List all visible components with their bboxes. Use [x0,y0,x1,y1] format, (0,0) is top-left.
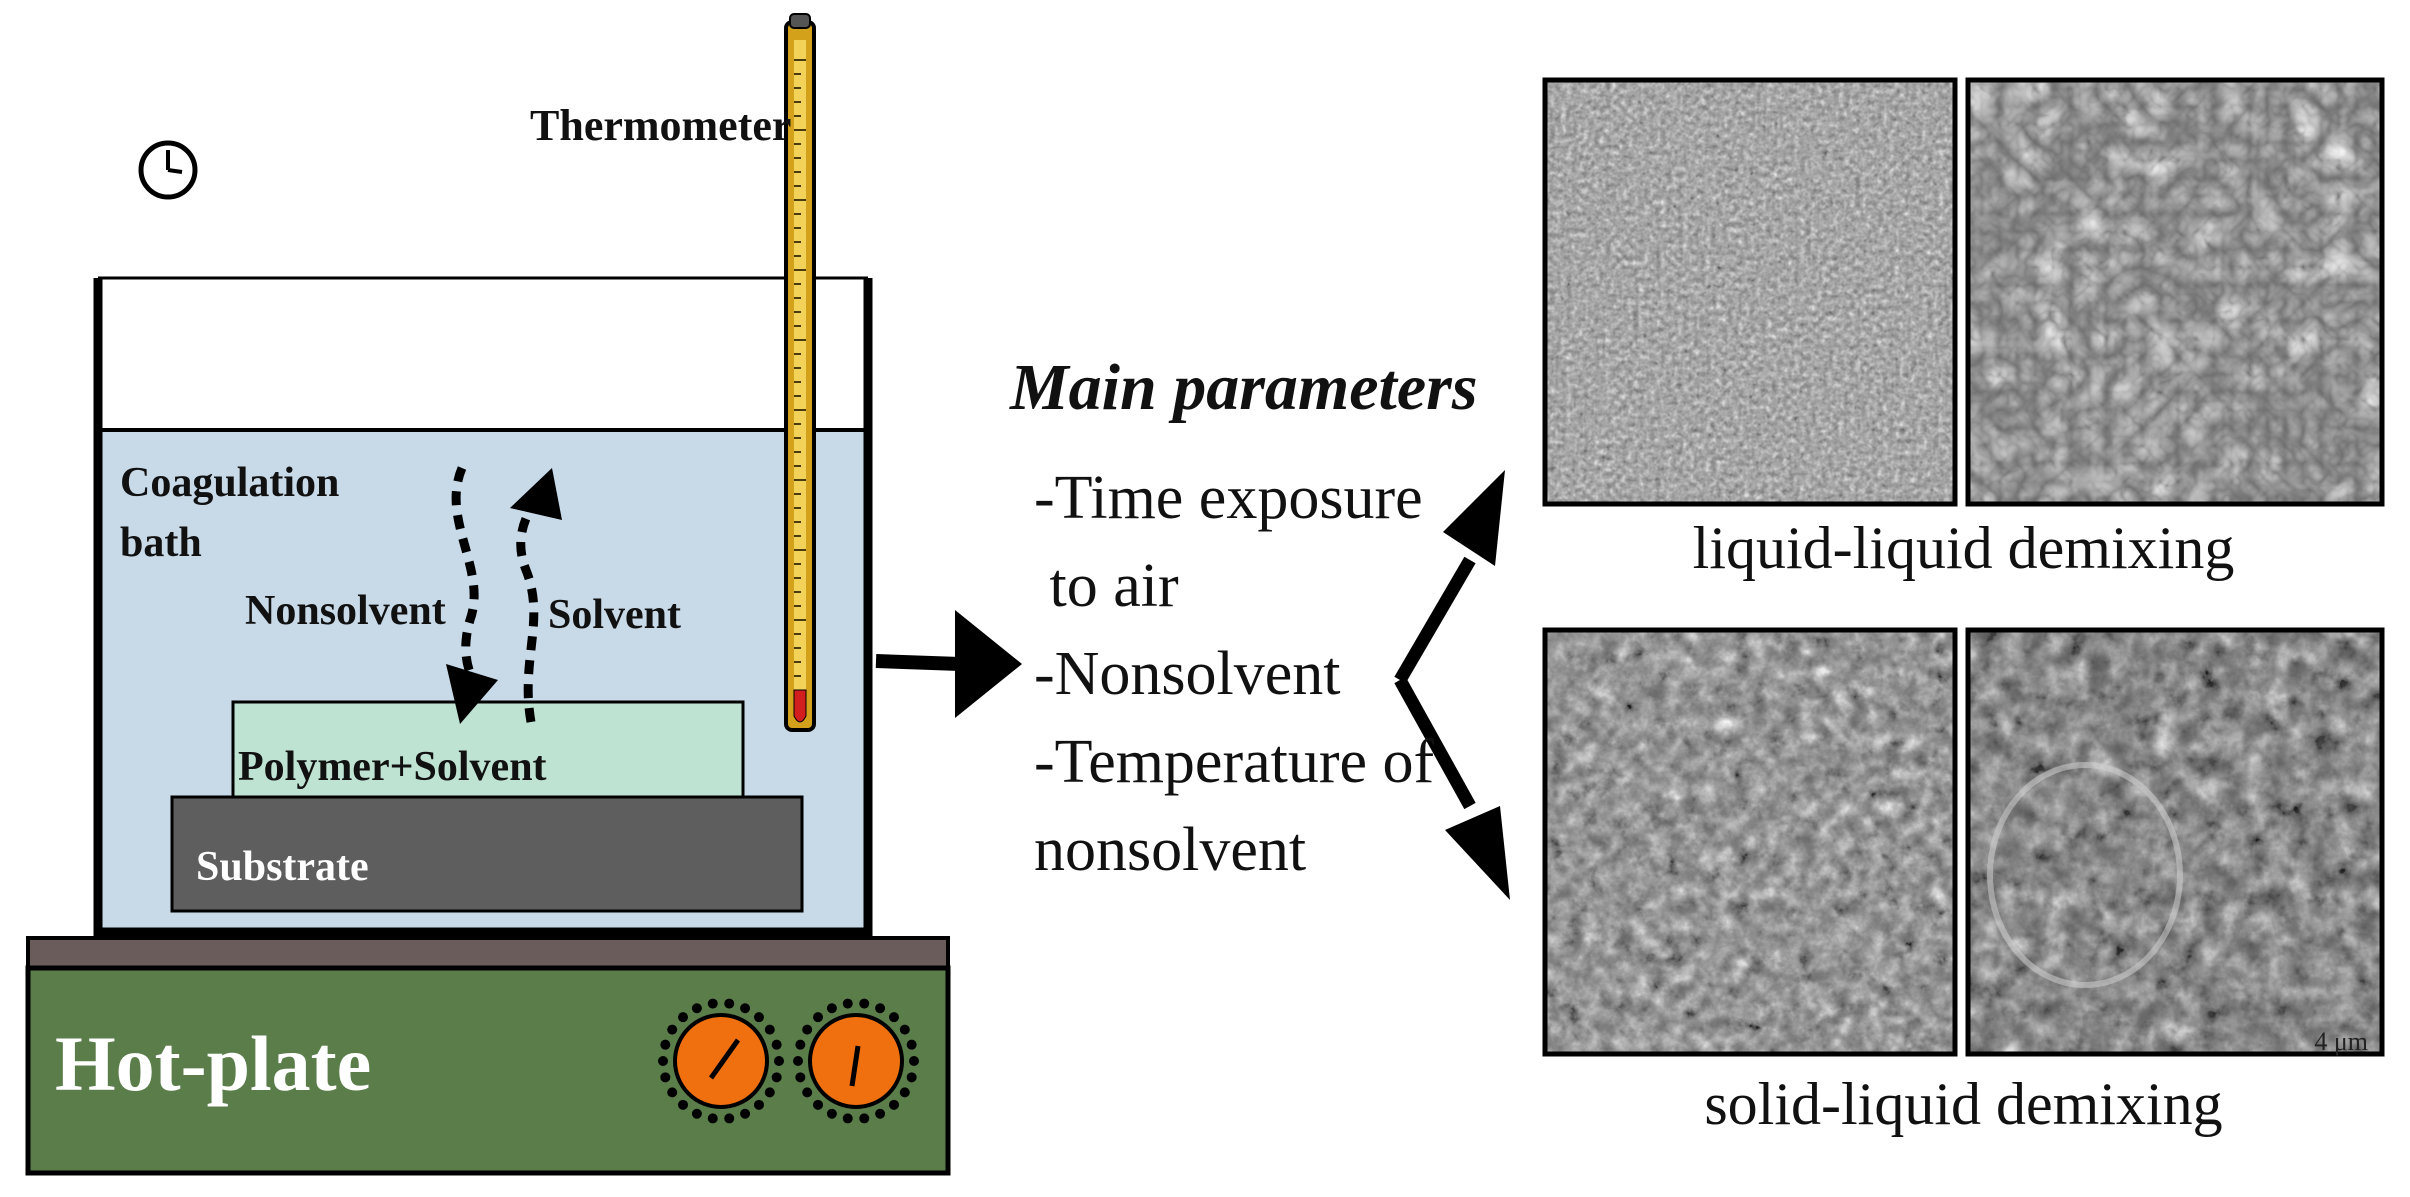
substrate-label: Substrate [196,844,369,890]
knob-dot [909,1056,919,1066]
coagulation-bath-label-line2: bath [120,520,202,566]
sem-liquid-liquid-1 [1542,77,1958,507]
knob-icon [808,1013,904,1109]
hot-plate-label: Hot-plate [55,1020,371,1107]
knob-dot [691,1108,702,1119]
parameter-list: -Time exposure to air -Nonsolvent -Tempera… [1010,454,1435,894]
knob-dot [707,998,718,1009]
knob-dot [793,1056,803,1066]
process-arrow [875,610,1022,718]
nonsolvent-diffusion-arrow [446,466,498,724]
knob-dot [906,1039,917,1050]
thermometer-icon [784,13,816,732]
knob-dot [888,1012,899,1023]
knob-dot [691,1003,702,1014]
knob-dot [802,1024,813,1035]
main-parameters-block: Main parameters -Time exposure to air -No… [1010,350,1478,894]
knob-dot [740,1003,751,1014]
solvent-diffusion-arrow [510,468,562,723]
branch-arrows [1394,470,1510,900]
solid-liquid-caption: solid-liquid demixing [1704,1071,2223,1137]
knob-dot [813,1012,824,1023]
parameter-item: nonsolvent [1034,816,1307,884]
clock-icon [138,140,198,200]
knob-dot [771,1039,782,1050]
knob-dot [802,1087,813,1098]
knob-dial-dots [658,998,919,1124]
sem-liquid-liquid-2 [1965,77,2385,507]
sem-solid-liquid-2 [1965,627,2385,1057]
knob-dot [771,1072,782,1083]
thermometer-label: Thermometer [530,101,791,150]
knob-dot [724,998,735,1009]
knob-dot [826,1003,837,1014]
knob-dot [753,1012,764,1023]
nonsolvent-label: Nonsolvent [245,588,446,634]
knob-dot [678,1012,689,1023]
main-parameters-title: Main parameters [1010,351,1478,424]
knob-dot [660,1039,671,1050]
knob-dot [764,1024,775,1035]
knob-dot [660,1072,671,1083]
knob-dot [658,1056,668,1066]
knob-dot [859,998,870,1009]
parameter-item: -Time exposure [1034,464,1423,532]
knob-icon [673,1013,769,1109]
parameter-item: -Temperature of [1034,728,1435,796]
knob-dot [826,1108,837,1119]
knob-dot [667,1024,678,1035]
knob-dot [813,1099,824,1110]
knob-dot [740,1108,751,1119]
knob-dot [859,1113,870,1124]
knob-dot [899,1024,910,1035]
parameter-item: to air [1034,552,1179,620]
polymer-solvent-label: Polymer+Solvent [238,744,547,790]
knob-dot [842,998,853,1009]
knob-dot [875,1003,886,1014]
knob-dot [899,1087,910,1098]
knob-dot [774,1056,784,1066]
solvent-label: Solvent [548,592,681,638]
knob-dot [888,1099,899,1110]
coagulation-bath-label: Coagulation [120,460,339,506]
knob-dot [795,1039,806,1050]
sem-solid-liquid-1 [1542,627,1958,1057]
hot-plate [25,936,951,1176]
knob-dot [842,1113,853,1124]
knob-dot [678,1099,689,1110]
knob-dot [764,1087,775,1098]
knob-dot [753,1099,764,1110]
scale-bar-label: 4 μm [2314,1027,2368,1056]
knob-dot [707,1113,718,1124]
polymer-film [231,700,745,799]
knob-dot [724,1113,735,1124]
liquid-liquid-caption: liquid-liquid demixing [1692,515,2235,581]
knob-dot [906,1072,917,1083]
knob-dot [795,1072,806,1083]
knob-dot [875,1108,886,1119]
knob-dot [667,1087,678,1098]
parameter-item: -Nonsolvent [1034,640,1341,708]
substrate [170,795,804,913]
